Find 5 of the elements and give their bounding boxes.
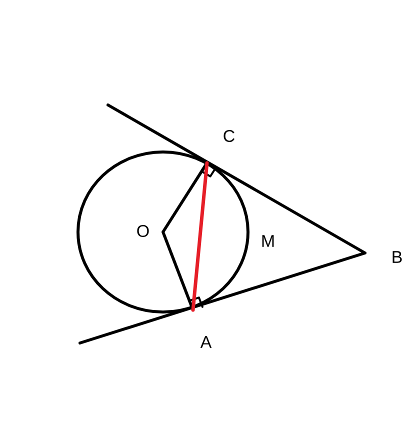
point-label: M: [262, 235, 274, 247]
point-label: B: [392, 251, 402, 263]
point-label: A: [200, 336, 212, 348]
point-label: O: [137, 224, 149, 238]
point-label: C: [224, 130, 234, 142]
